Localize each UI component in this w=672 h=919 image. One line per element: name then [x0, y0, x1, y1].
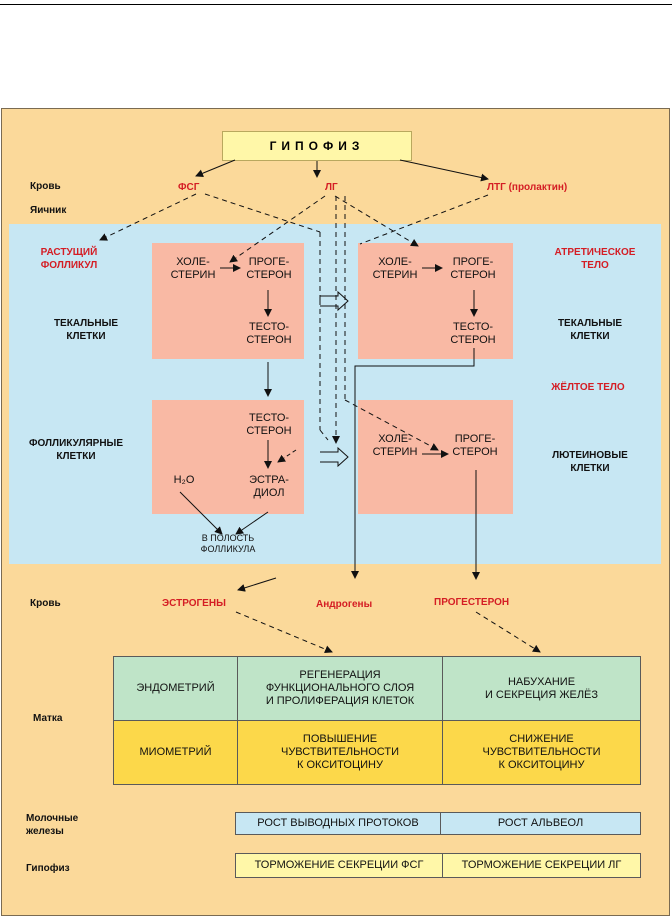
cell-hypophysis-progesterone: ТОРМОЖЕНИЕ СЕКРЕЦИИ ЛГ: [442, 853, 641, 878]
molecule-progesterone-right: ПРОГЕ- СТЕРОН: [450, 256, 496, 281]
label-ovary: Яичник: [30, 205, 67, 216]
arrow-estrogen-uterus: [235, 611, 333, 653]
label-uterus: Матка: [33, 713, 63, 724]
cell-myometrium: МИОМЕТРИЙ: [113, 720, 238, 785]
molecule-testosterone-left: ТЕСТО- СТЕРОН: [246, 321, 292, 346]
mammary-table: РОСТ ВЫВОДНЫХ ПРОТОКОВ РОСТ АЛЬВЕОЛ: [235, 812, 641, 835]
molecule-estradiol: ЭСТРА- ДИОЛ: [249, 474, 289, 499]
arrow-hypophysis-ltg: [399, 159, 489, 182]
label-atretic-body: АТРЕТИЧЕСКОЕ ТЕЛО: [554, 247, 636, 271]
arrow-androgens: [351, 348, 475, 579]
label-ltg: ЛТГ (пролактин): [487, 182, 568, 193]
molecule-cholesterol-lutein: ХОЛЕ- СТЕРИН: [372, 433, 418, 458]
arrow-ltg-atretic: [359, 194, 489, 245]
arrow-hypophysis-fsh: [195, 159, 236, 178]
top-rule: [0, 4, 672, 5]
arrow-lh-cholesterol-right: [334, 195, 419, 247]
arrow-fsh-follicle: [99, 193, 197, 241]
label-theca-cells-right: ТЕКАЛЬНЫЕ КЛЕТКИ: [557, 318, 623, 342]
cell-endometrium-estrogen: РЕГЕНЕРАЦИЯ ФУНКЦИОНАЛЬНОГО СЛОЯ И ПРОЛИ…: [237, 656, 443, 721]
dashed-line-fsh-3: [319, 429, 329, 441]
lutein-cells-box: [358, 400, 513, 514]
label-lh: ЛГ: [325, 182, 338, 193]
cell-myometrium-progesterone: СНИЖЕНИЕ ЧУВСТВИТЕЛЬНОСТИ К ОКСИТОЦИНУ: [442, 720, 641, 785]
follicle-cavity: В ПОЛОСТЬ ФОЛЛИКУЛА: [200, 533, 256, 554]
ovary-region: [9, 224, 661, 564]
arrow-water-cavity: [179, 491, 223, 535]
label-fsh: ФСГ: [178, 182, 200, 193]
cell-endometrium-progesterone: НАБУХАНИЕ И СЕКРЕЦИЯ ЖЕЛЁЗ: [442, 656, 641, 721]
label-progesterone: ПРОГЕСТЕРОН: [434, 597, 510, 608]
arrow-dashed-estradiol: [277, 449, 297, 463]
molecule-cholesterol-right: ХОЛЕ- СТЕРИН: [372, 256, 418, 281]
molecule-progesterone-lutein: ПРОГЕ- СТЕРОН: [452, 433, 498, 458]
label-blood-bottom: Кровь: [30, 598, 61, 609]
arrow-estradiol-cavity: [235, 511, 269, 535]
arrow-estrogens: [237, 577, 277, 592]
label-corpus-luteum: ЖЁЛТОЕ ТЕЛО: [551, 382, 625, 393]
label-androgens: Андрогены: [316, 599, 373, 610]
label-growing-follicle: РАСТУЩИЙ ФОЛЛИКУЛ: [40, 247, 98, 271]
cell-mammary-estrogen: РОСТ ВЫВОДНЫХ ПРОТОКОВ: [235, 812, 441, 835]
label-mammary: Молочные железы: [26, 813, 79, 837]
arrow-fsh-center: [204, 193, 321, 233]
label-estrogens: ЭСТРОГЕНЫ: [162, 598, 226, 609]
theca-cells-box-follicle: [152, 243, 304, 359]
hollow-arrow-upper: [320, 290, 349, 312]
label-hypophysis-bottom: Гипофиз: [26, 863, 70, 874]
cell-myometrium-estrogen: ПОВЫШЕНИЕ ЧУВСТВИТЕЛЬНОСТИ К ОКСИТОЦИНУ: [237, 720, 443, 785]
label-lutein-cells: ЛЮТЕИНОВЫЕ КЛЕТКИ: [552, 450, 628, 474]
molecule-testosterone-follicular: ТЕСТО- СТЕРОН: [246, 412, 292, 437]
label-follicular-cells: ФОЛЛИКУЛЯРНЫЕ КЛЕТКИ: [28, 438, 124, 462]
label-theca-cells-left: ТЕКАЛЬНЫЕ КЛЕТКИ: [53, 318, 119, 342]
cell-hypophysis-estrogen: ТОРМОЖЕНИЕ СЕКРЕЦИИ ФСГ: [235, 853, 443, 878]
molecule-water: H₂O: [173, 474, 195, 486]
hypophysis-table: ТОРМОЖЕНИЕ СЕКРЕЦИИ ФСГ ТОРМОЖЕНИЕ СЕКРЕ…: [235, 853, 641, 878]
hypophysis-box: ГИПОФИЗ: [222, 131, 412, 161]
arrow-progesterone-uterus: [475, 611, 541, 653]
molecule-progesterone-left: ПРОГЕ- СТЕРОН: [246, 256, 292, 281]
theca-cells-box-atretic: [358, 243, 513, 359]
cell-mammary-progesterone: РОСТ АЛЬВЕОЛ: [440, 812, 641, 835]
hollow-arrow-lower: [320, 446, 349, 468]
cell-endometrium: ЭНДОМЕТРИЙ: [113, 656, 238, 721]
label-blood-top: Кровь: [30, 181, 61, 192]
molecule-cholesterol-left: ХОЛЕ- СТЕРИН: [170, 256, 216, 281]
arrow-lh-cholesterol-left: [229, 195, 326, 263]
molecule-testosterone-right: ТЕСТО- СТЕРОН: [450, 321, 496, 346]
uterus-table: ЭНДОМЕТРИЙ РЕГЕНЕРАЦИЯ ФУНКЦИОНАЛЬНОГО С…: [113, 656, 641, 785]
